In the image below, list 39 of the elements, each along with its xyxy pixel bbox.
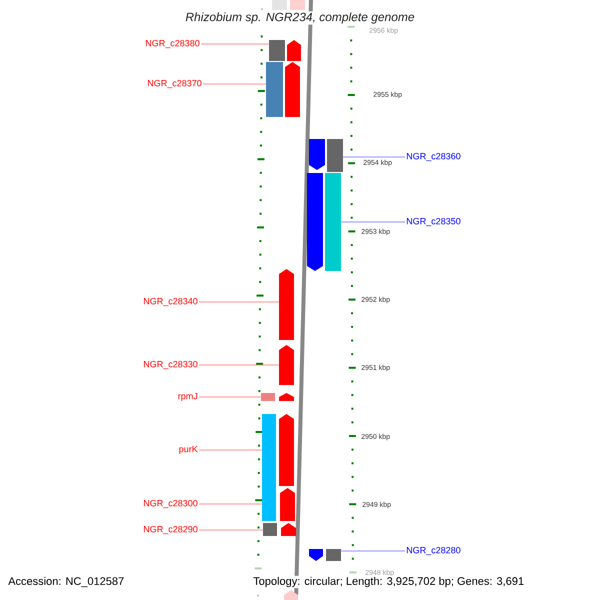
leader-line <box>198 364 279 366</box>
gene-feature <box>279 345 294 385</box>
gene-feature <box>279 414 294 486</box>
gene-box <box>325 173 341 271</box>
gene-box <box>269 40 285 61</box>
gene-label: NGR_c28280 <box>406 546 460 556</box>
gene-feature <box>309 139 325 170</box>
gene-feature <box>287 40 301 61</box>
gene-label: NGR_c28380 <box>146 40 200 48</box>
info-text: Accession: NC_012587 <box>7 576 126 588</box>
gene-feature <box>307 173 323 271</box>
gene-label: NGR_c28350 <box>406 218 460 226</box>
gene-label: rpmJ <box>178 392 198 402</box>
leader-line <box>341 550 406 552</box>
title: Rhizobium sp. NGR234, complete genome <box>184 11 416 25</box>
gene-box <box>272 0 287 10</box>
gene-feature <box>280 488 295 521</box>
gene-label: NGR_c28340 <box>144 298 198 306</box>
gene-label: NGR_c28300 <box>144 500 198 508</box>
gene-feature <box>279 393 294 401</box>
gene-feature <box>284 590 298 600</box>
gene-box <box>326 549 341 561</box>
gene-feature <box>281 523 296 536</box>
gene-label: NGR_c28370 <box>148 80 202 88</box>
gene-feature <box>309 549 323 561</box>
leader-line <box>198 396 261 398</box>
info-text: Topology: circular; Length: 3,925,702 bp; Genes: 3,691 <box>252 576 526 588</box>
gene-box <box>266 62 283 117</box>
gene-box <box>327 139 343 172</box>
gene-label: purK <box>179 446 198 454</box>
gene-box <box>261 393 275 401</box>
gene-label: NGR_c28360 <box>406 152 460 162</box>
gene-label: NGR_c28290 <box>144 526 198 534</box>
leader-line <box>343 156 406 158</box>
gene-box <box>263 523 277 536</box>
gene-feature <box>279 269 294 340</box>
gene-label: NGR_c28330 <box>144 360 198 370</box>
gene-box <box>290 0 305 10</box>
gene-box <box>262 414 276 521</box>
